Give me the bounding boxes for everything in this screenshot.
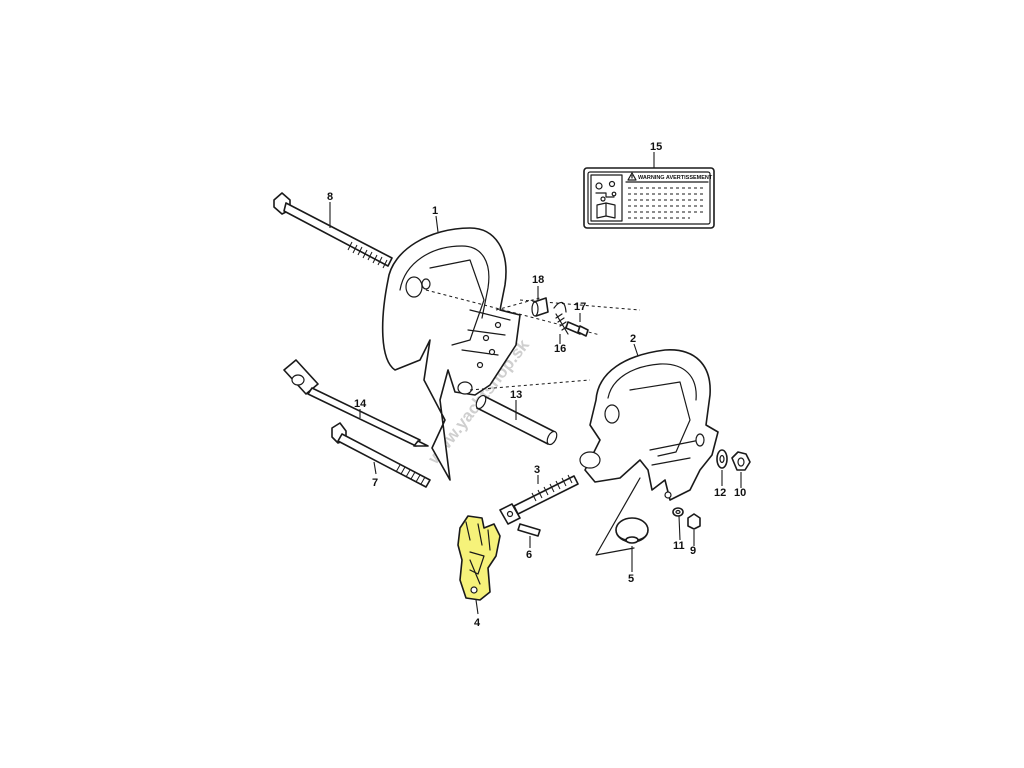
- callout-8: 8: [327, 191, 333, 203]
- part-6-pin[interactable]: [517, 523, 541, 537]
- callout-12: 12: [714, 487, 726, 499]
- part-15-warning-label[interactable]: WARNING AVERTISSEMENT: [583, 167, 715, 229]
- warning-triangle-icon: [627, 172, 637, 181]
- callout-17: 17: [574, 301, 586, 313]
- callout-18: 18: [532, 274, 544, 286]
- leader-lines: [329, 152, 742, 615]
- callout-3: 3: [534, 464, 540, 476]
- part-7-bolt[interactable]: [331, 422, 431, 488]
- part-17-screw[interactable]: [565, 321, 589, 337]
- part-5-rubber-stopper[interactable]: [615, 517, 649, 544]
- part-4-clamp-lever[interactable]: [457, 515, 501, 601]
- callout-1: 1: [432, 205, 438, 217]
- part-1-left-clamp-bracket[interactable]: [381, 227, 521, 481]
- part-12-washer[interactable]: [716, 449, 728, 469]
- part-14-tilt-rod[interactable]: [283, 359, 429, 447]
- callout-5: 5: [628, 573, 634, 585]
- callout-11: 11: [673, 540, 685, 552]
- part-3-adjuster-rod[interactable]: [499, 474, 579, 525]
- callout-9: 9: [690, 545, 696, 557]
- callout-2: 2: [630, 333, 636, 345]
- part-9-small-nut[interactable]: [687, 513, 701, 530]
- label-heading: WARNING AVERTISSEMENT: [638, 175, 713, 181]
- part-16-spring[interactable]: [553, 301, 569, 335]
- part-2-right-clamp-bracket[interactable]: [579, 349, 719, 556]
- callout-14: 14: [354, 398, 367, 410]
- callout-labels: 15 8 1 18 17 16 2 14 13 7 3 12 10 11 9 6…: [327, 141, 746, 629]
- callout-7: 7: [372, 477, 378, 489]
- part-11-small-washer[interactable]: [672, 507, 684, 517]
- manual-book-icon: [596, 202, 616, 219]
- mechanism-icon: [595, 180, 617, 202]
- part-10-nut[interactable]: [731, 451, 751, 471]
- callout-4: 4: [474, 617, 481, 629]
- part-8-long-bolt[interactable]: [273, 192, 393, 269]
- callout-16: 16: [554, 343, 566, 355]
- callout-15: 15: [650, 141, 662, 153]
- callout-13: 13: [510, 389, 522, 401]
- callout-10: 10: [734, 487, 746, 499]
- callout-6: 6: [526, 549, 532, 561]
- part-18-bushing[interactable]: [531, 297, 549, 317]
